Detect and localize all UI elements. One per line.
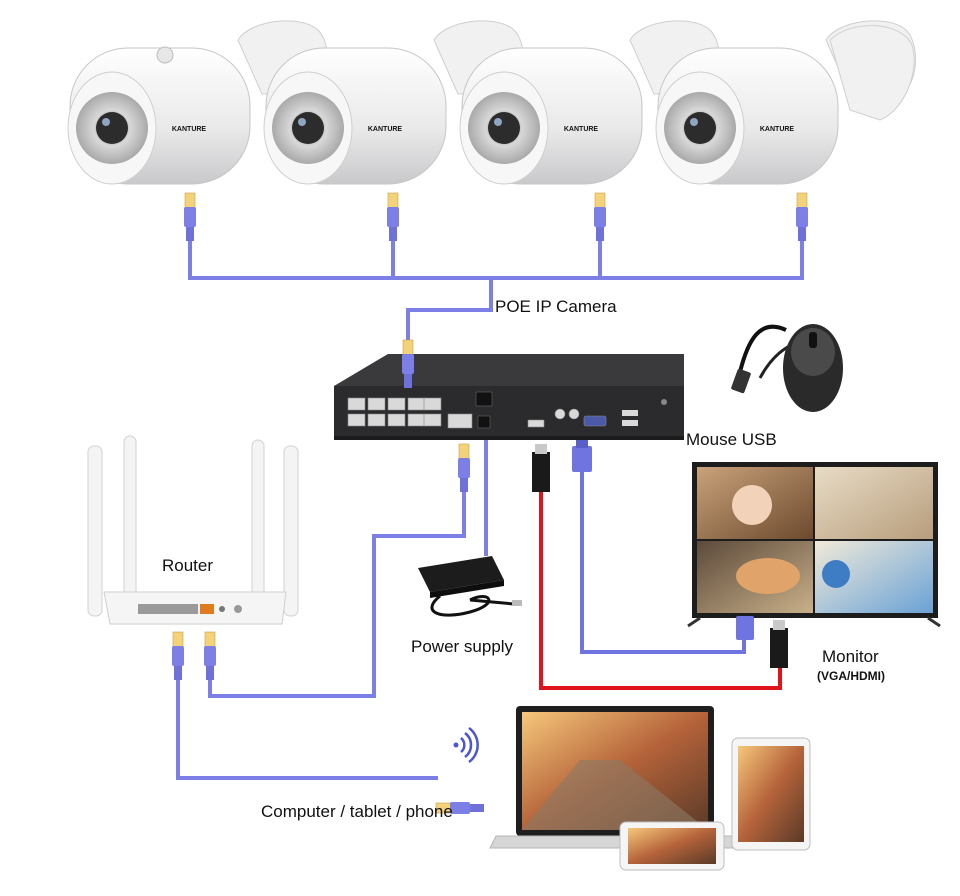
- wifi-router: [87, 435, 299, 625]
- monitor-label: Monitor: [822, 647, 879, 666]
- router-client-ethernet-cable: [176, 680, 438, 780]
- router-nvr-ethernet-cable: [208, 490, 466, 698]
- rj45-plug-camera-2: [386, 192, 400, 242]
- nvr-recorder: [334, 354, 684, 440]
- usb-mouse: [731, 324, 843, 412]
- vga-cable: [580, 470, 746, 654]
- dc-power-port: [477, 415, 491, 429]
- audio-port: [554, 408, 566, 420]
- wifi-signal-icon: [453, 726, 479, 764]
- poe-ports: [347, 397, 442, 427]
- rj45-plug-nvr-lan: [457, 443, 471, 493]
- camera-brand-4: KANTURE: [760, 126, 795, 133]
- vga-plug-nvr: [572, 440, 592, 472]
- rj45-plug-camera-1: [183, 192, 197, 242]
- hdmi-port: [527, 419, 545, 428]
- rj45-plug-router-1: [171, 631, 185, 681]
- phone: [619, 821, 725, 871]
- camera-brand-3: KANTURE: [564, 126, 599, 133]
- rj45-plug-router-2: [203, 631, 217, 681]
- power-adapter: [418, 556, 522, 617]
- usb-port-2: [622, 420, 638, 426]
- hdmi-plug-nvr: [532, 444, 550, 492]
- vga-plug-monitor: [736, 616, 754, 640]
- monitor-sub-label: (VGA/HDMI): [817, 669, 885, 683]
- camera-ethernet-bus: [188, 240, 804, 340]
- hdmi-plug-monitor: [770, 620, 788, 668]
- camera-1: [67, 20, 329, 185]
- camera-4: [655, 20, 917, 185]
- rj45-plug-camera-4: [795, 192, 809, 242]
- vga-port: [583, 415, 607, 427]
- laptop: [489, 706, 741, 849]
- rj45-plug-camera-3: [593, 192, 607, 242]
- monitor-display: [687, 462, 941, 628]
- lan-port: [447, 413, 473, 429]
- tablet: [731, 737, 811, 851]
- power-supply-label: Power supply: [411, 637, 514, 656]
- camera-brand-1: KANTURE: [172, 126, 207, 133]
- camera-2: [263, 20, 525, 185]
- camera-brand-2: KANTURE: [368, 126, 403, 133]
- audio-port-2: [568, 408, 580, 420]
- mouse-usb-label: Mouse USB: [686, 430, 777, 449]
- router-label: Router: [162, 556, 213, 575]
- hdmi-cable: [539, 490, 782, 690]
- power-switch: [475, 391, 493, 407]
- client-devices-label: Computer / tablet / phone: [261, 802, 453, 821]
- poe-camera-label: POE IP Camera: [495, 297, 617, 316]
- usb-port-1: [622, 410, 638, 416]
